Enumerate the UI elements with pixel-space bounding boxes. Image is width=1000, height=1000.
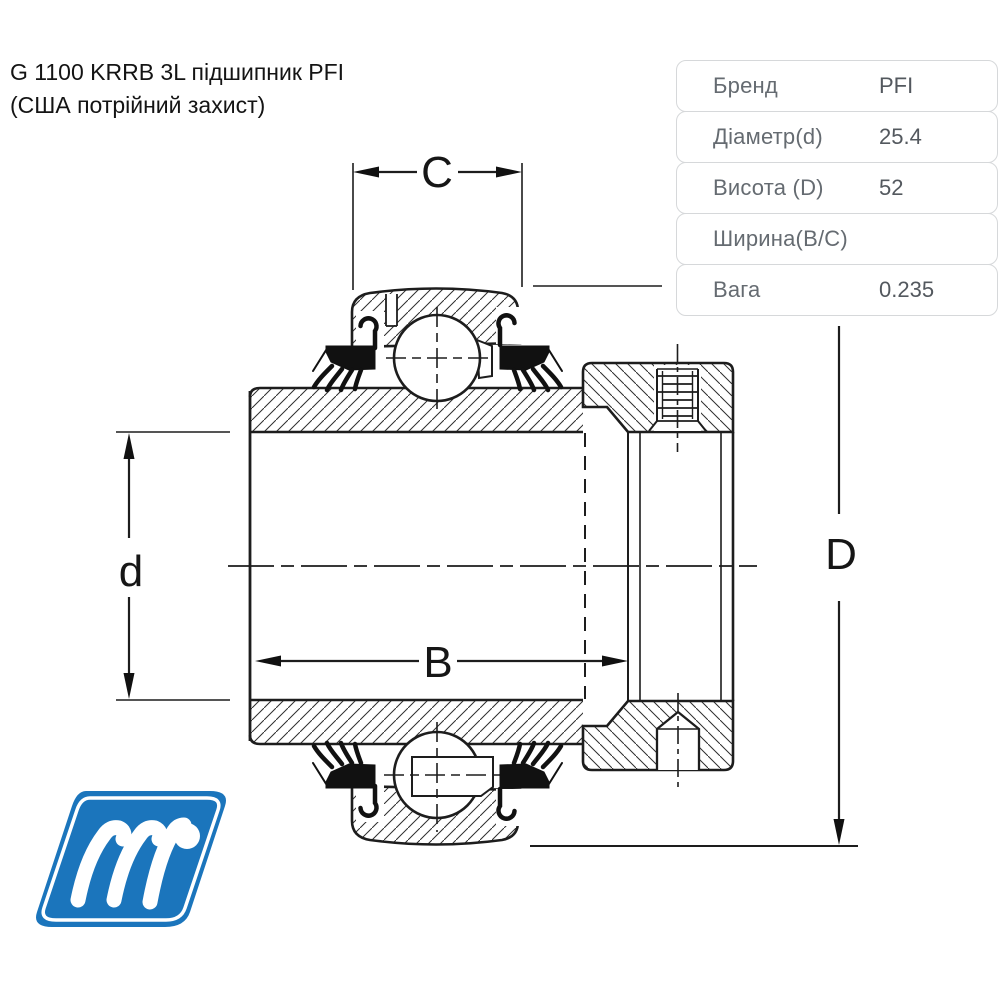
bearing-section-bottom xyxy=(311,722,564,846)
dimension-d-bore: d xyxy=(116,431,230,701)
spec-value: 52 xyxy=(879,175,904,200)
product-title-line2: (США потрійний захист) xyxy=(10,92,266,118)
spec-label: Ширина(B/C) xyxy=(713,226,848,251)
flinger-bottom-left xyxy=(358,783,379,818)
spec-label: Діаметр(d) xyxy=(713,124,823,149)
spec-label: Бренд xyxy=(713,73,778,98)
pfi-logo-dot xyxy=(174,823,200,849)
inner-ring-sleeve xyxy=(248,386,583,746)
spec-label: Вага xyxy=(713,277,761,302)
spec-value: 25.4 xyxy=(879,124,922,149)
spec-value: PFI xyxy=(879,73,914,98)
dim-label-c: C xyxy=(421,148,453,197)
dimension-c: C xyxy=(352,148,523,290)
pfi-logo-pinstripe xyxy=(41,796,221,922)
pfi-logo xyxy=(36,791,226,927)
dim-label-b: B xyxy=(423,638,452,687)
dimension-b: B xyxy=(255,638,628,687)
seal-top-left xyxy=(311,345,376,393)
locking-collar xyxy=(581,344,735,789)
dim-label-d-bore: d xyxy=(119,547,143,596)
spec-table: Бренд PFI Діаметр(d) 25.4 Висота (D) 52 … xyxy=(676,60,998,316)
bearing-section-top xyxy=(311,287,564,410)
seal-top-right xyxy=(499,345,564,393)
spec-label: Висота (D) xyxy=(713,175,824,200)
flinger-top-left xyxy=(358,316,379,351)
cage-section xyxy=(411,756,494,797)
product-title-line1: G 1100 KRRB 3L підшипник PFI xyxy=(10,59,345,85)
spec-row-weight: Вага 0.235 xyxy=(676,264,998,316)
spec-value: 0.235 xyxy=(879,277,935,302)
spec-row-brand: Бренд PFI xyxy=(676,60,998,112)
seal-bottom-right xyxy=(499,740,564,789)
set-screw-top xyxy=(648,344,707,452)
dim-label-d-outer: D xyxy=(825,530,857,579)
dimension-d-outer: D xyxy=(530,285,858,847)
set-screw-hole-bottom xyxy=(655,693,701,789)
flinger-top-right xyxy=(496,313,517,348)
seal-bottom-left xyxy=(311,740,376,789)
product-title: G 1100 KRRB 3L підшипник PFI (США потрій… xyxy=(10,56,344,122)
lube-slot xyxy=(385,294,398,327)
flinger-bottom-right xyxy=(496,786,517,821)
